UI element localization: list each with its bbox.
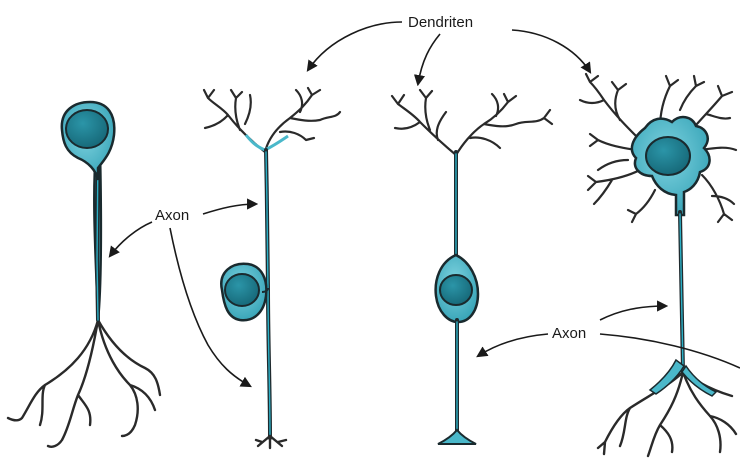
- axon-label-left: Axon: [155, 207, 189, 224]
- neuron3-nucleus: [440, 275, 472, 305]
- axon-right-arrow-to-edge: [600, 334, 740, 368]
- axon-left-arrow-to-neuron1: [110, 222, 152, 256]
- dendrites-arrow-middle: [418, 34, 440, 84]
- axon-label-right: Axon: [552, 325, 586, 342]
- neuron2-terminal: [256, 436, 286, 448]
- axon-right-arrow-to-neuron3: [478, 334, 548, 356]
- unipolar-neuron: [8, 102, 160, 447]
- dendrites-annotation: Dendriten: [308, 14, 590, 84]
- unipolar-axon-terminals: [8, 320, 160, 447]
- axon-right-arrow-to-neuron4: [600, 306, 666, 320]
- dendrites-label: Dendriten: [408, 14, 473, 31]
- axon-annotation-right: Axon: [478, 306, 740, 368]
- bipolar-neuron: [392, 90, 552, 444]
- neuron2-dendrites: [204, 88, 340, 152]
- bipolar-side-soma-neuron: [204, 88, 340, 448]
- axon-left-arrow-to-neuron2: [203, 204, 256, 214]
- neuron2-nucleus: [225, 274, 259, 306]
- multipolar-neuron: [580, 74, 736, 456]
- unipolar-nucleus: [66, 110, 108, 148]
- neuron4-nucleus: [646, 137, 690, 175]
- dendrites-arrow-left: [308, 22, 402, 70]
- neuron3-dendrites: [392, 90, 552, 155]
- dendrites-arrow-right: [512, 30, 590, 72]
- neuron3-terminal: [438, 430, 476, 444]
